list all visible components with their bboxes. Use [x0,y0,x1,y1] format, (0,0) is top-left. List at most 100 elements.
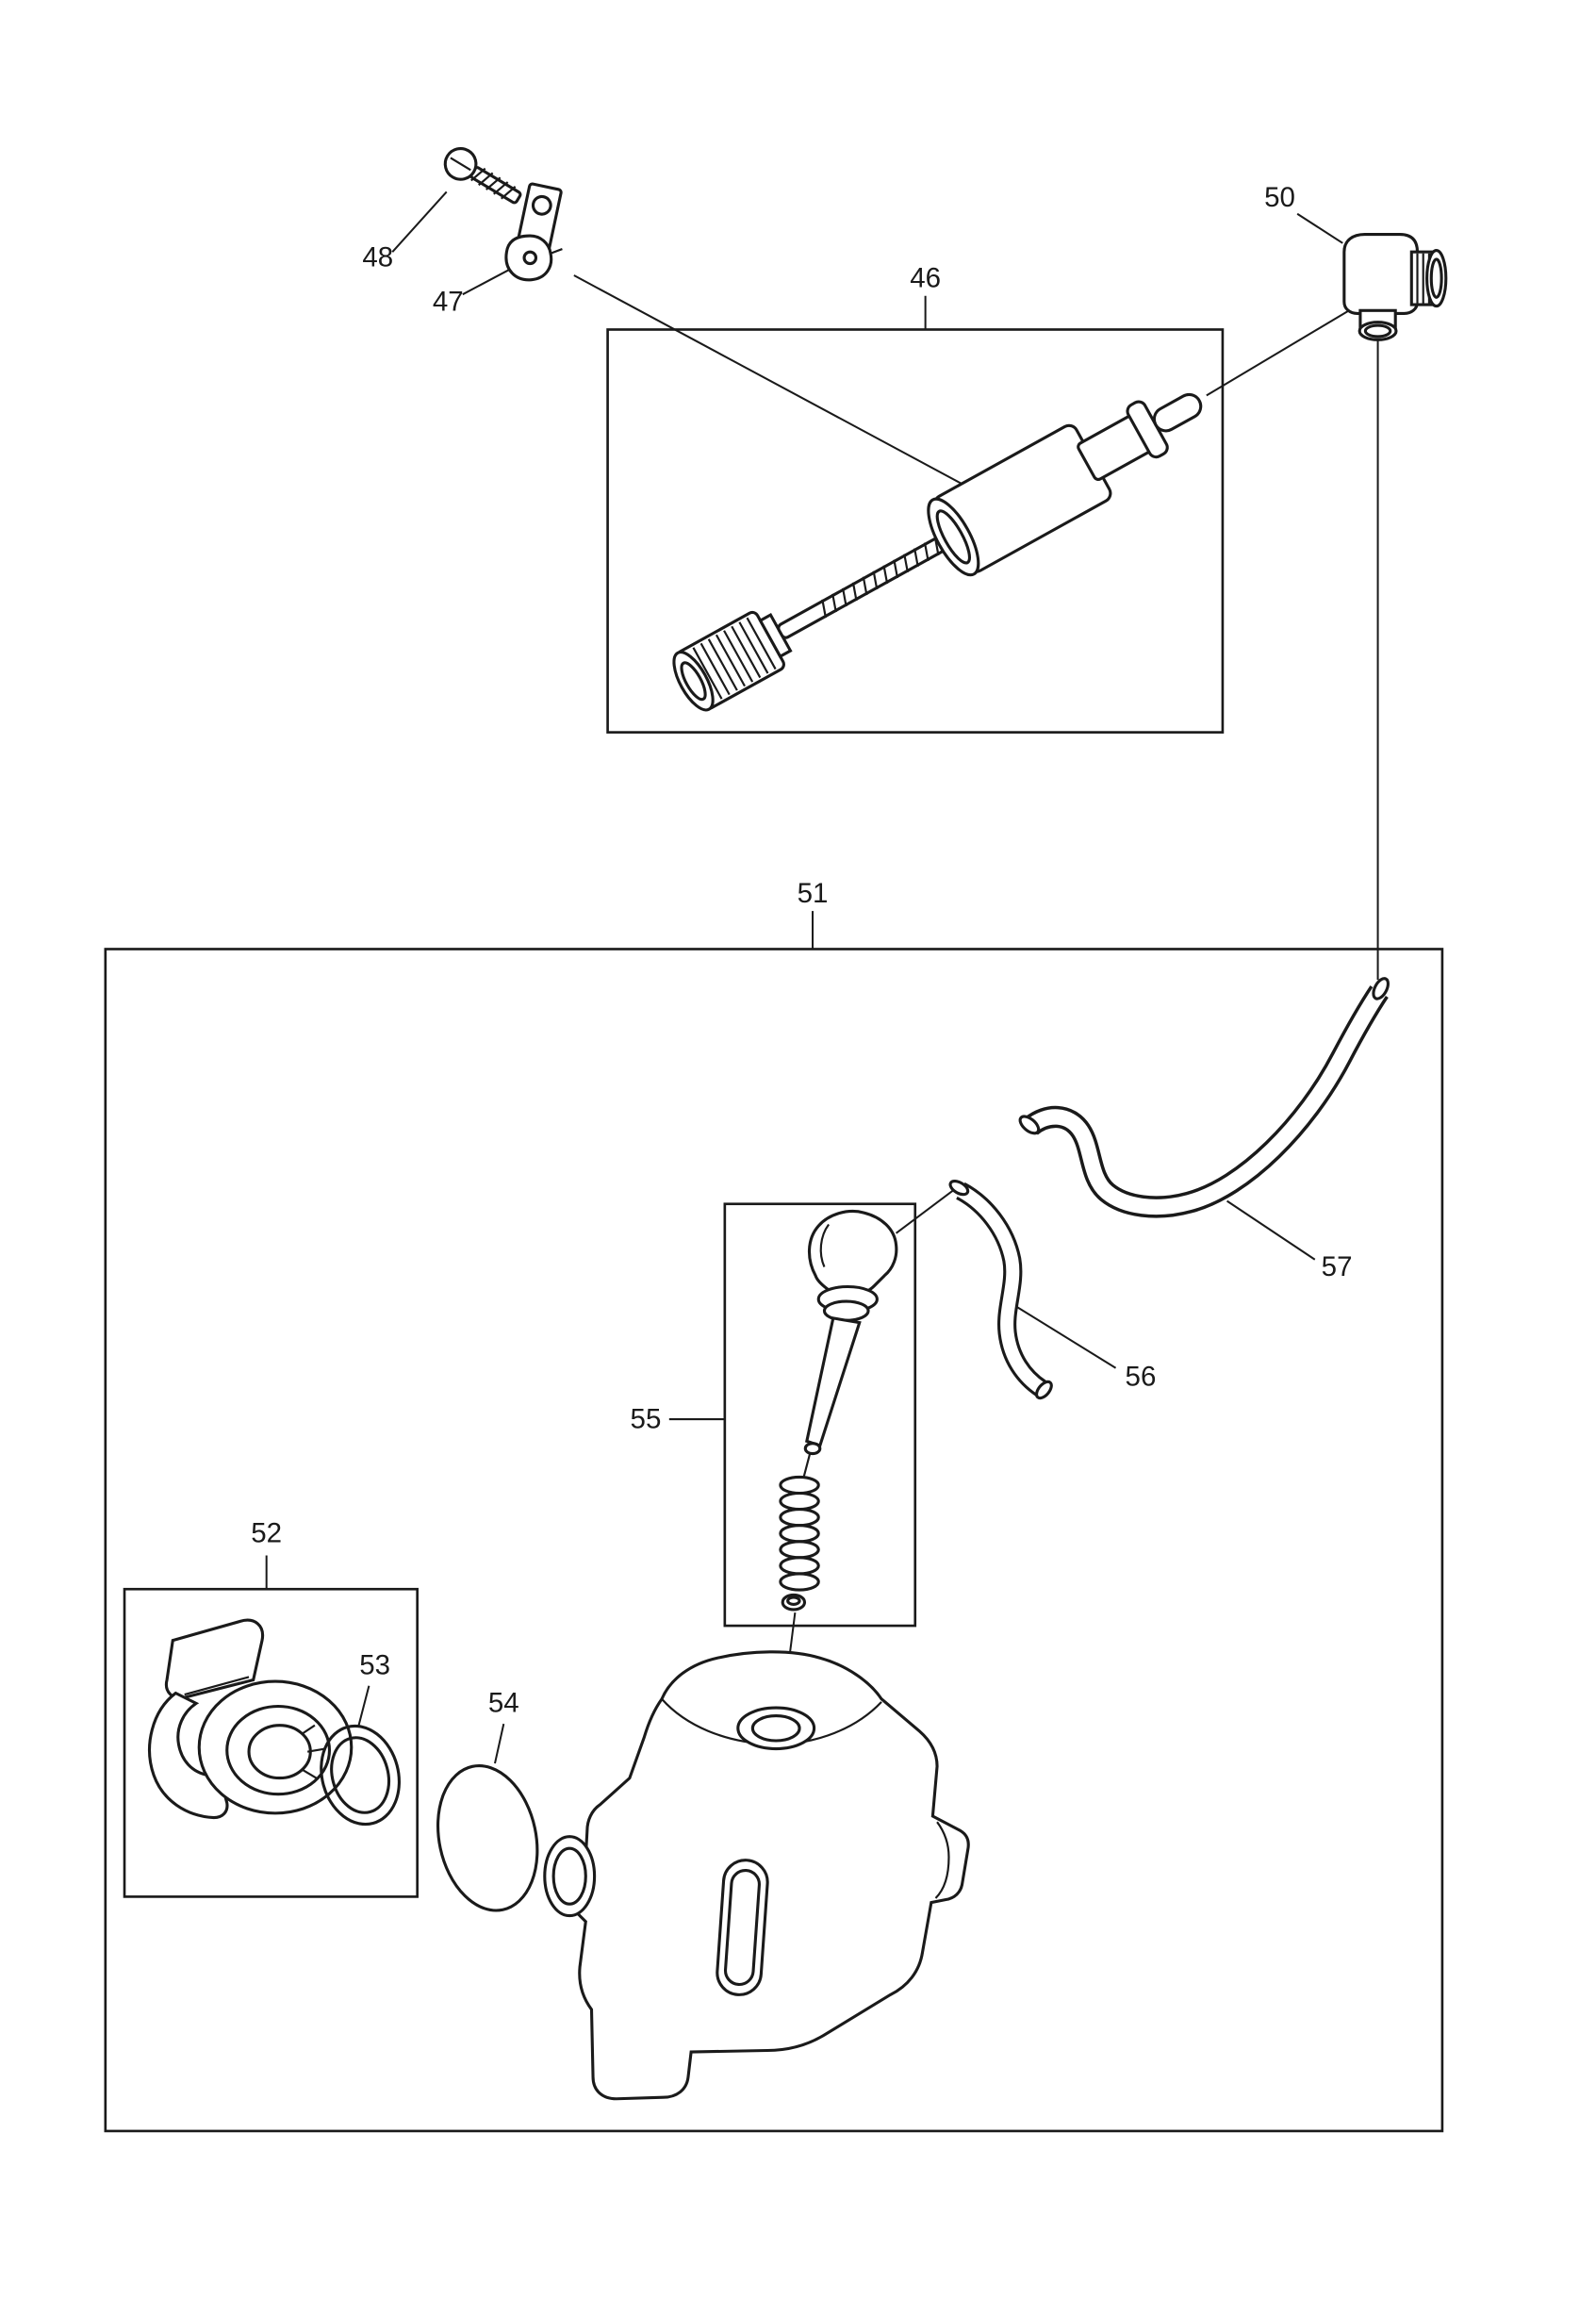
screw-thread [493,181,509,195]
screw-thread [501,186,517,200]
plunger-needle [805,1316,862,1447]
group-box-52 [123,1587,419,1898]
spring-coil [779,1556,820,1576]
clamp-tab [550,248,563,255]
label-56: 56 [1126,1361,1157,1392]
clamp-body [504,234,553,282]
group-box-55 [723,1202,917,1628]
leader-plunger-to-tube-56 [895,1188,956,1234]
plunger-needle-tip [803,1442,822,1456]
part-labels: 48 47 46 50 51 57 56 55 52 53 54 [251,182,1352,1719]
oil-tank [543,1650,970,2101]
rod-thread [821,599,827,619]
group-box-46 [606,328,1225,734]
label-51: 51 [798,878,829,909]
tank-sight-window [716,1859,769,1996]
part-55-plunger-assembly [779,1209,898,1612]
part-56-tube [948,1180,1053,1400]
label-57: 57 [1322,1251,1353,1282]
part-57-tube [1018,977,1390,1218]
screw-thread [485,176,502,190]
label-53: 53 [359,1649,390,1680]
part-48-screw [443,147,522,205]
knurl-line [692,647,723,700]
spring-coil [779,1475,820,1496]
rod-thread [862,576,868,596]
tank-right-boss [934,1821,950,1899]
label-54: 54 [488,1688,519,1719]
plunger-collar-lower [822,1299,870,1322]
part-54-gasket [436,1764,539,1912]
cap-strap [148,1691,229,1820]
part-53-o-ring [320,1724,401,1827]
knurl-line [723,630,754,683]
leader-48 [391,190,448,253]
pump-rod [777,531,956,639]
rod-thread [893,559,899,579]
knurl-line [731,625,762,679]
sight-window-outer [716,1859,769,1996]
cap-hatch [306,1747,325,1753]
cap-outer [197,1679,354,1815]
spring [779,1475,820,1592]
tube-56-fill [957,1184,1045,1395]
gasket-oval [436,1764,539,1912]
rod-thread [851,582,858,602]
part-47-bracket [504,182,563,282]
tank-filler-hole [736,1706,816,1751]
tank-filler-hole-inner [750,1714,801,1743]
part-46-pump-assembly [672,392,1203,712]
label-52: 52 [251,1518,282,1549]
tube-56-bottom-end [1035,1380,1053,1400]
label-55: 55 [631,1403,662,1434]
leader-pump-to-50 [1206,304,1359,397]
tube-57-outline [1024,985,1389,1218]
screw-shaft [469,166,522,205]
cap-end-inner [680,661,707,702]
rod-thread [923,542,930,562]
leader-54 [493,1723,505,1764]
screw-thread [478,172,494,187]
cap-hatch [301,1724,316,1735]
part-52-cap [148,1618,354,1820]
cap-tab [164,1618,265,1700]
fitting-body [1342,232,1420,315]
leader-53 [357,1685,370,1726]
cap-ring [225,1704,332,1796]
spring-coil [779,1508,820,1528]
rod-thread [841,587,847,607]
rod-thread [831,593,837,613]
knurl-line [699,642,731,696]
fitting-bottom-inner [1363,323,1392,339]
plunger-boot [807,1209,898,1298]
valve-seat-inner [786,1595,801,1606]
rod-thread [913,548,919,568]
o-ring-inner [330,1736,391,1814]
rod-thread [903,554,909,573]
cap-end-face [672,651,715,712]
spring-coil [779,1572,820,1592]
group-box-51 [104,948,1444,2133]
leader-47 [462,268,510,296]
tube-57-open-end [1018,1115,1041,1135]
spring-coil [779,1491,820,1512]
knurl-line [738,621,769,674]
leader-50 [1296,212,1343,244]
tube-56-top-end [948,1180,970,1197]
rod-thread [882,565,889,585]
cap-tab-line [184,1676,250,1696]
spring-coil [779,1540,820,1560]
bracket-hole [531,194,552,216]
clamp-hole [522,250,538,266]
pump-body-mouth-inner [935,509,972,565]
rod-thread [872,570,879,590]
screw-slot [450,157,471,172]
knurl-line [746,617,777,670]
label-46: 46 [910,262,941,293]
part-50-elbow-fitting [1342,232,1448,341]
tube-57-top-end [1372,977,1390,1000]
tube-57-fill [1026,987,1386,1215]
pump-body-mouth [927,497,980,577]
